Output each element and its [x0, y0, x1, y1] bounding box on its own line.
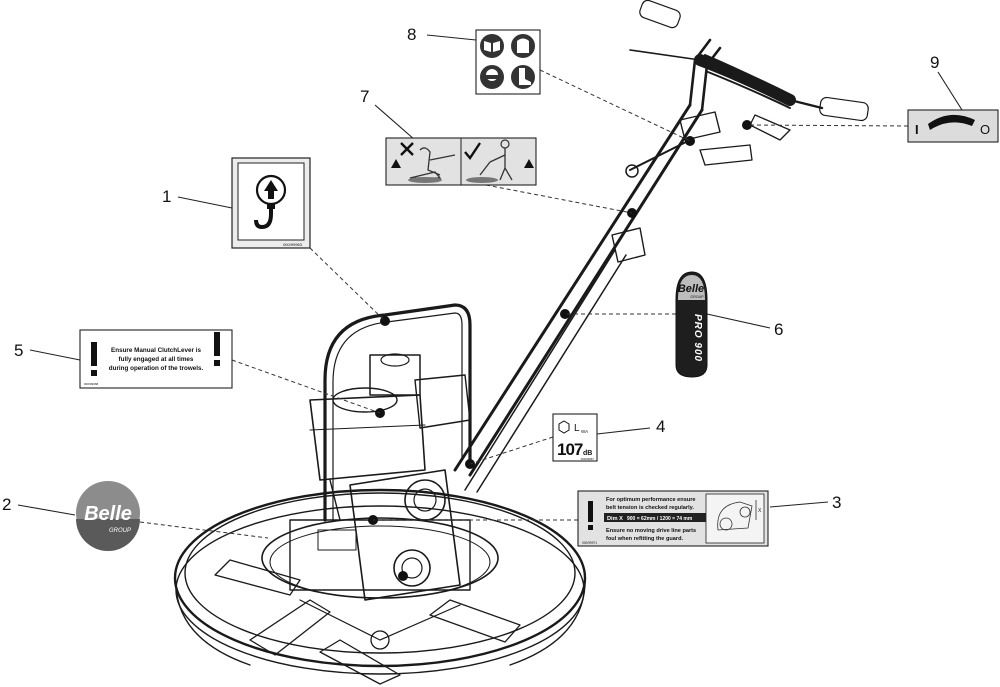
decal-code: 000/99971 — [582, 541, 597, 545]
belt-line-5: foul when refitting the guard. — [606, 536, 684, 542]
noise-value: 107 — [557, 440, 583, 459]
check-icon — [464, 142, 481, 161]
decal-location-leaders — [139, 69, 909, 539]
callout-leaders — [17, 34, 963, 516]
brand-name: Belle — [84, 503, 132, 525]
belt-line-1: For optimum performance ensure — [606, 497, 696, 503]
cross-icon — [400, 142, 414, 156]
operator-correct-icon — [479, 148, 513, 181]
callout-2: 2 — [2, 495, 11, 514]
belt-spec-values: 900 = 62mm / 1200 = 74 mm — [627, 516, 693, 522]
guard-ring — [173, 488, 587, 675]
throttle-off-label: I — [915, 122, 919, 137]
clutch-line-1: Ensure Manual ClutchLever is — [111, 347, 201, 354]
decal-ppe — [475, 29, 541, 95]
brand-sub: GROUP — [109, 528, 131, 534]
callout-1: 1 — [162, 187, 171, 206]
decal-belt-tension: For optimum performance ensure belt tens… — [577, 490, 769, 547]
throttle-on-label: O — [980, 122, 990, 137]
badge-sub: GROUP — [690, 295, 704, 299]
engine — [309, 353, 471, 521]
decal-code: 000/99968 — [84, 382, 99, 386]
badge-model: PRO 900 — [692, 314, 703, 362]
callout-5: 5 — [14, 341, 23, 360]
callout-8: 8 — [407, 25, 416, 44]
decal-clutch-lever: Ensure Manual ClutchLever is fully engag… — [79, 329, 233, 389]
decal-code: 000/99963 — [283, 242, 303, 247]
decal-model-badge: Belle GROUP PRO 900 — [675, 271, 708, 378]
trowel-blades — [214, 559, 521, 685]
callout-numbers: 1 2 3 4 5 6 7 8 9 — [2, 25, 939, 514]
belt-spec-dim: Dim X — [607, 516, 623, 522]
warning-triangle-icon — [391, 159, 401, 168]
belt-dim-label: X — [758, 508, 762, 514]
callout-6: 6 — [774, 320, 783, 339]
hexagon-icon — [558, 420, 570, 434]
callout-4: 4 — [656, 417, 665, 436]
warning-icon — [214, 332, 220, 356]
callout-3: 3 — [832, 493, 841, 512]
clutch-line-3: during operation of the trowels. — [109, 365, 204, 372]
manual-icon — [480, 34, 504, 58]
warning-icon — [588, 501, 593, 522]
decal-code: 000/99967 — [581, 457, 595, 461]
decal-location-markers — [368, 120, 752, 581]
belt-line-4: Ensure no moving drive line parts — [606, 528, 696, 534]
handle-pole — [453, 0, 869, 493]
callout-9: 9 — [930, 53, 939, 72]
decal-throttle: I O — [907, 109, 999, 143]
throttle-arc-icon — [928, 114, 975, 130]
callout-7: 7 — [360, 87, 369, 106]
noise-unit-sub: WA — [581, 429, 588, 434]
decal-operating-posture — [385, 137, 537, 186]
arrow-up-icon — [264, 180, 278, 199]
warning-icon — [91, 342, 97, 366]
decal-noise-level: L WA 107 dB 000/99967 — [552, 413, 598, 462]
belt-diagram-icon — [717, 501, 753, 531]
lifting-hook-icon — [254, 206, 273, 230]
warning-triangle-icon — [524, 159, 534, 168]
badge-brand: Belle — [678, 283, 704, 295]
power-trowel-illustration — [173, 0, 869, 685]
noise-unit: dB — [583, 450, 592, 457]
decal-lifting-point: 000/99963 — [231, 157, 311, 249]
clutch-line-2: fully engaged at all times — [119, 356, 194, 363]
noise-unit-symbol: L — [574, 423, 580, 434]
lifting-frame — [323, 303, 472, 522]
gearbox-housing — [289, 469, 471, 601]
decal-brand-logo: Belle GROUP — [76, 481, 140, 551]
belt-line-2: belt tension is checked regularly. — [606, 505, 694, 511]
